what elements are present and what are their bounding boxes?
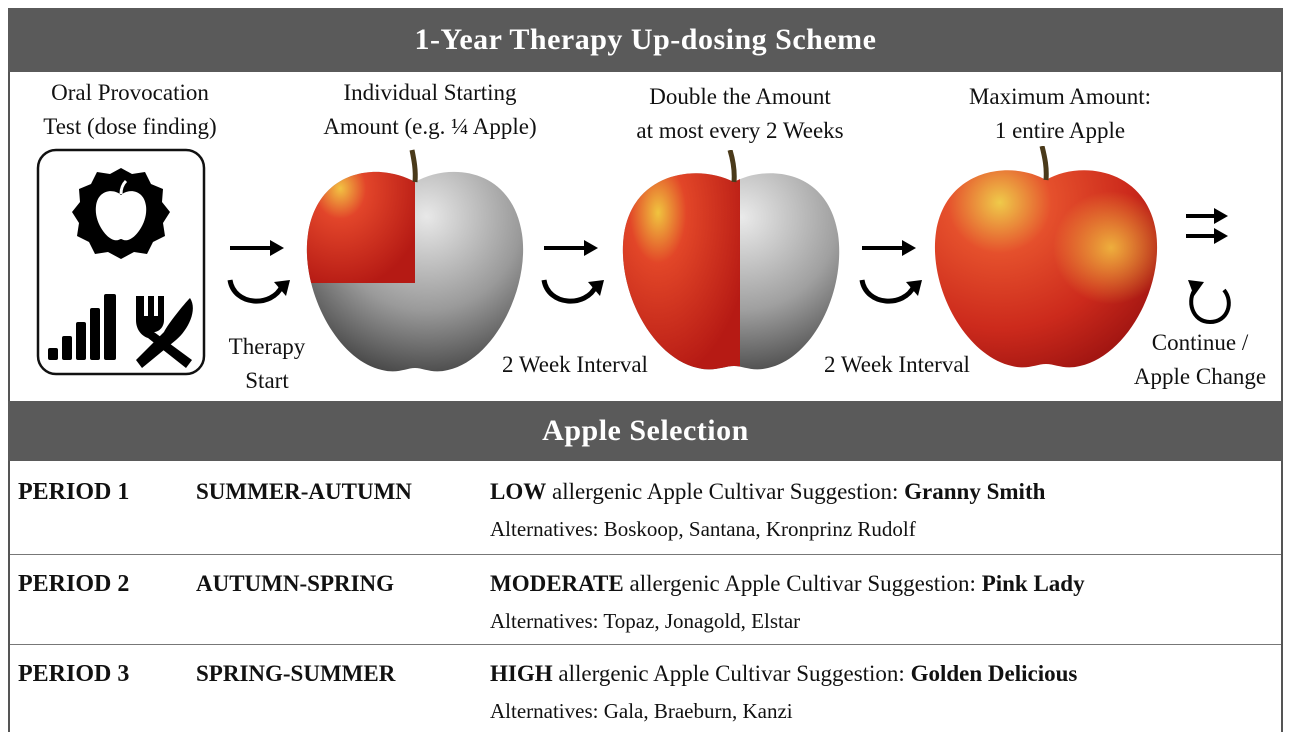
- start-amount-line1: Individual Starting: [285, 76, 575, 110]
- apple-half-illustration: [614, 150, 846, 374]
- season-label: AUTUMN-SPRING: [196, 571, 394, 597]
- max-amount-line1: Maximum Amount:: [925, 80, 1195, 114]
- cultivar-suggestion: MODERATE allergenic Apple Cultivar Sugge…: [490, 571, 1085, 597]
- season-label: SPRING-SUMMER: [196, 661, 395, 687]
- period-label: PERIOD 3: [18, 661, 129, 688]
- cultivar-name: Pink Lady: [982, 571, 1085, 596]
- cultivar-suggestion: HIGH allergenic Apple Cultivar Suggestio…: [490, 661, 1077, 687]
- continue-caption-line2: Apple Change: [1110, 360, 1290, 394]
- therapy-start-line2: Start: [212, 364, 322, 398]
- double-amount-line2: at most every 2 Weeks: [595, 114, 885, 148]
- arrow-right-icon: [862, 240, 916, 256]
- suggestion-text: allergenic Apple Cultivar Suggestion:: [624, 571, 982, 596]
- cycle-arrow-icon: [544, 280, 604, 301]
- period-row-1: PERIOD 1 SUMMER-AUTUMN LOW allergenic Ap…: [10, 463, 1281, 555]
- allergenic-level: HIGH: [490, 661, 553, 686]
- suggestion-text: allergenic Apple Cultivar Suggestion:: [553, 661, 911, 686]
- alternatives-text: Alternatives: Boskoop, Santana, Kronprin…: [490, 517, 916, 542]
- therapy-start-caption: Therapy Start: [212, 330, 322, 398]
- interval-arrow-1: [534, 230, 614, 310]
- double-amount-caption: Double the Amount at most every 2 Weeks: [595, 80, 885, 148]
- max-amount-line2: 1 entire Apple: [925, 114, 1195, 148]
- suggestion-text: allergenic Apple Cultivar Suggestion:: [546, 479, 904, 504]
- continue-arrows: [1178, 196, 1248, 332]
- provocation-icon-box: [36, 148, 206, 376]
- continue-caption: Continue / Apple Change: [1110, 326, 1290, 394]
- scheme-title: 1-Year Therapy Up-dosing Scheme: [8, 8, 1283, 72]
- continue-caption-line1: Continue /: [1110, 326, 1290, 360]
- provocation-caption-line1: Oral Provocation: [20, 76, 240, 110]
- cultivar-name: Granny Smith: [904, 479, 1045, 504]
- period-row-3: PERIOD 3 SPRING-SUMMER HIGH allergenic A…: [10, 645, 1281, 732]
- arrow-right-icon: [544, 240, 598, 256]
- cultivar-name: Golden Delicious: [911, 661, 1078, 686]
- cycle-arrow-icon: [230, 280, 290, 301]
- max-amount-caption: Maximum Amount: 1 entire Apple: [925, 80, 1195, 148]
- period-row-2: PERIOD 2 AUTUMN-SPRING MODERATE allergen…: [10, 555, 1281, 645]
- allergenic-level: MODERATE: [490, 571, 624, 596]
- apple-quarter-illustration: [300, 148, 530, 376]
- interval-arrow-2: [852, 230, 932, 310]
- cycle-arrow-icon: [862, 280, 922, 301]
- therapy-start-arrow: [220, 230, 300, 310]
- arrow-right-icon: [230, 240, 284, 256]
- apple-selection-title: Apple Selection: [8, 401, 1283, 461]
- period-label: PERIOD 1: [18, 479, 129, 506]
- double-amount-line1: Double the Amount: [595, 80, 885, 114]
- interval-caption-1: 2 Week Interval: [480, 348, 670, 382]
- start-amount-line2: Amount (e.g. ¼ Apple): [285, 110, 575, 144]
- refresh-icon: [1188, 280, 1229, 322]
- double-arrow-icon: [1186, 208, 1228, 244]
- period-label: PERIOD 2: [18, 571, 129, 598]
- provocation-caption: Oral Provocation Test (dose finding): [20, 76, 240, 144]
- cultivar-suggestion: LOW allergenic Apple Cultivar Suggestion…: [490, 479, 1045, 505]
- start-amount-caption: Individual Starting Amount (e.g. ¼ Apple…: [285, 76, 575, 144]
- alternatives-text: Alternatives: Gala, Braeburn, Kanzi: [490, 699, 793, 724]
- provocation-caption-line2: Test (dose finding): [20, 110, 240, 144]
- therapy-start-line1: Therapy: [212, 330, 322, 364]
- alternatives-text: Alternatives: Topaz, Jonagold, Elstar: [490, 609, 800, 634]
- interval-caption-2: 2 Week Interval: [802, 348, 992, 382]
- season-label: SUMMER-AUTUMN: [196, 479, 412, 505]
- allergenic-level: LOW: [490, 479, 546, 504]
